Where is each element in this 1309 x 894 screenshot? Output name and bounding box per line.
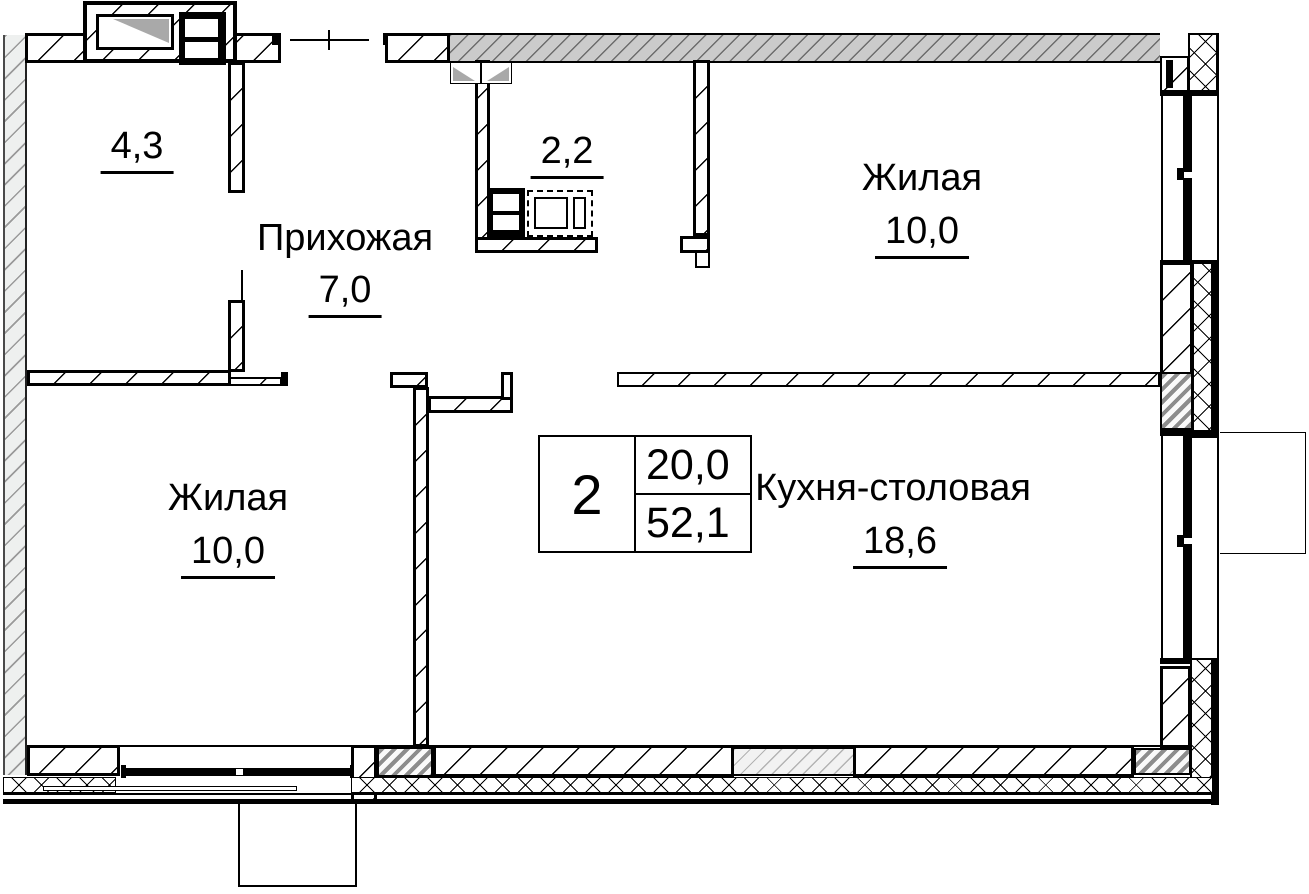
bathtub-slope xyxy=(113,19,169,43)
partition-hook xyxy=(501,372,513,400)
hall-living-wall-stub xyxy=(695,251,710,268)
hall-bottom-wall-thin xyxy=(229,377,282,386)
area-value: 10,0 xyxy=(181,530,275,579)
stamp-rooms-count: 2 xyxy=(540,437,636,551)
partition-top-bar xyxy=(390,372,428,388)
shelf-corner xyxy=(487,67,509,81)
bathroom-wall-upper xyxy=(228,62,245,193)
kitchen-name-label: Кухня-столовая xyxy=(755,467,1031,509)
bottom-right-edge xyxy=(1211,658,1219,805)
area-value: 4,3 xyxy=(100,125,174,174)
entry-axis-tick xyxy=(328,30,330,50)
bottom-wall-light-strip xyxy=(734,747,853,776)
area-value: 10,0 xyxy=(875,210,969,259)
window-divider xyxy=(1183,538,1192,544)
bottom-outer-bold-line xyxy=(3,799,1218,804)
bottom-wall-block xyxy=(853,745,1134,777)
stacked-washer xyxy=(488,188,525,238)
partition-vertical-wall xyxy=(413,387,429,747)
kitchen-area-label: 18,6 xyxy=(853,520,947,569)
stamp-living-area: 20,0 xyxy=(636,437,750,495)
partition-lower-bar xyxy=(428,396,513,413)
hall-living-wall-foot xyxy=(680,236,710,253)
bottom-wall-block xyxy=(433,745,734,777)
right-ledge xyxy=(1220,432,1306,554)
shelf-corner xyxy=(453,67,475,81)
window-sill xyxy=(1160,658,1218,664)
washbasin xyxy=(179,12,226,65)
living-bottom-area-label: 10,0 xyxy=(181,530,275,579)
window-sill xyxy=(1160,90,1218,96)
bottom-outer-thin-line xyxy=(3,793,1215,795)
threshold-line xyxy=(43,786,297,791)
wall-end-cap xyxy=(281,372,288,386)
top-right-corner-pier xyxy=(1188,33,1218,95)
hall-living-wall xyxy=(693,60,710,236)
wc-corner-shelf xyxy=(450,62,481,84)
bottom-wall-shaft xyxy=(1134,748,1191,775)
wc-left-wall xyxy=(475,60,490,252)
corner-detail xyxy=(1166,60,1173,88)
wc-bottom-wall xyxy=(475,237,598,253)
window-handle xyxy=(1177,168,1184,180)
living-bottom-name-label: Жилая xyxy=(167,477,289,519)
left-exterior-wall xyxy=(3,35,27,775)
right-pier-shaft xyxy=(1160,372,1193,430)
hallway-area-label: 7,0 xyxy=(308,269,382,318)
hall-bottom-wall xyxy=(27,370,231,386)
bottom-right-corner-block xyxy=(1160,666,1191,748)
appliance-dashed xyxy=(527,190,593,237)
bottom-wall-shaft xyxy=(377,747,433,777)
top-wall-piece xyxy=(385,33,450,63)
wc-corner-shelf xyxy=(481,62,512,84)
window-inner-line xyxy=(1161,96,1163,264)
door-jamb-line xyxy=(241,270,243,300)
bathtub xyxy=(96,14,174,50)
right-pier-block xyxy=(1160,262,1193,375)
right-pier-edge xyxy=(1211,262,1219,438)
window-sill xyxy=(1160,430,1218,436)
top-exterior-wall xyxy=(450,33,1160,63)
area-value: 18,6 xyxy=(853,520,947,569)
area-value: 7,0 xyxy=(308,269,382,318)
living-top-area-label: 10,0 xyxy=(875,210,969,259)
balcony-door-jamb xyxy=(121,765,126,778)
area-value: 2,2 xyxy=(530,130,604,179)
balcony xyxy=(238,804,357,887)
stamp-total-area: 52,1 xyxy=(646,498,730,547)
window-inner-line xyxy=(1161,436,1163,662)
top-right-corner-block xyxy=(1160,56,1189,92)
bottom-sill-crosshatch xyxy=(351,777,1213,793)
window-divider xyxy=(236,769,243,775)
hallway-name-label: Прихожая xyxy=(256,217,434,259)
living-top-window xyxy=(1183,96,1192,264)
bathroom-wall-lower xyxy=(228,300,245,372)
bathroom-area-label: 4,3 xyxy=(100,125,174,174)
bottom-wall-block xyxy=(27,745,120,776)
wall-end-tick xyxy=(272,33,281,45)
living-top-name-label: Жилая xyxy=(861,157,983,199)
kitchen-long-wall xyxy=(617,372,1160,387)
wc-area-label: 2,2 xyxy=(530,130,604,179)
window-handle xyxy=(1177,535,1184,547)
window-divider xyxy=(1183,172,1192,178)
apartment-stamp: 2 20,0 52,1 xyxy=(538,435,752,553)
bottom-right-corner-crosshatch xyxy=(1190,658,1213,792)
kitchen-window xyxy=(1183,436,1192,662)
